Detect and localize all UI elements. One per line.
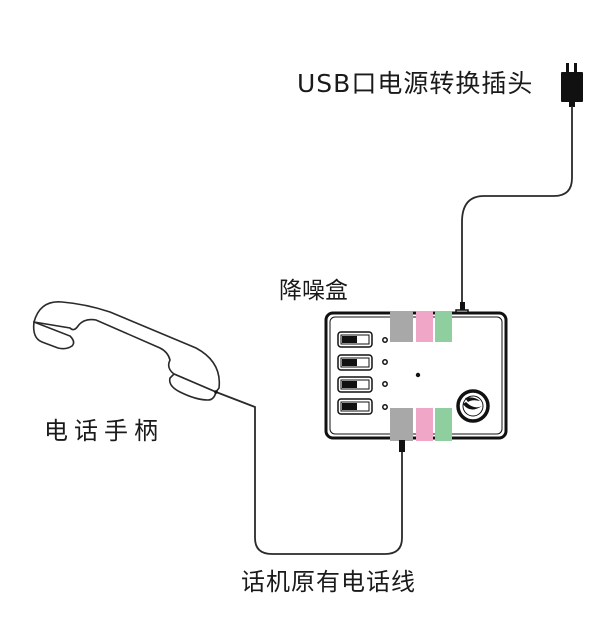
indicator-dot (415, 372, 421, 378)
port-top-pink (416, 311, 433, 342)
switch-4 (337, 398, 388, 415)
noise-box-label: 降噪盒 (279, 278, 348, 304)
usb-adapter-label: USB口电源转换插头 (297, 69, 534, 98)
port-bottom-gray (390, 408, 413, 441)
switch-1 (337, 331, 388, 348)
port-bottom-pink (416, 408, 433, 441)
handset-icon (32, 301, 221, 401)
phone-line-label: 话机原有电话线 (241, 568, 416, 596)
power-cable (461, 106, 573, 304)
noise-box (324, 311, 508, 441)
switch-2 (337, 354, 388, 371)
port-bottom-green (435, 408, 452, 441)
line-connector-icon (399, 440, 405, 452)
power-plug-icon (561, 63, 583, 107)
switch-3 (337, 376, 388, 393)
port-top-green (435, 311, 452, 342)
phone-cable (215, 391, 403, 555)
wave-logo-icon (456, 389, 490, 423)
port-top-gray (390, 311, 413, 342)
handset-label: 电话手柄 (44, 417, 164, 445)
